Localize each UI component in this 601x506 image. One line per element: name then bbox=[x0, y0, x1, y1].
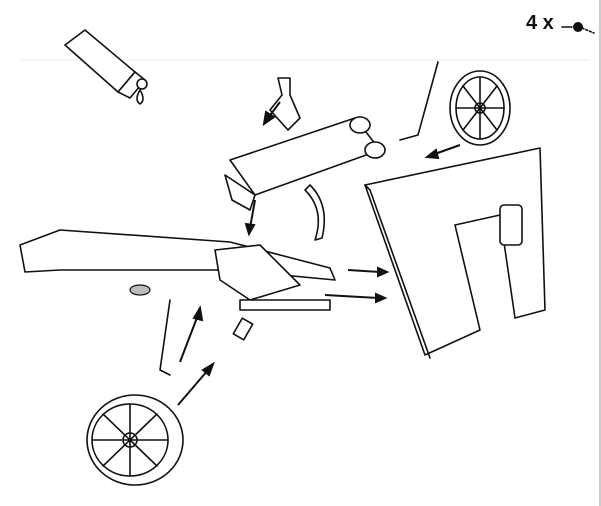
arrow-icon bbox=[177, 101, 461, 406]
wheel-icon bbox=[449, 70, 511, 146]
handle-rod-icon bbox=[399, 61, 439, 141]
wheel-icon bbox=[86, 394, 184, 486]
quantity-label: 4 x bbox=[526, 12, 554, 34]
pin-icon bbox=[561, 22, 595, 34]
glue-tube-icon bbox=[64, 29, 148, 105]
barrel-icon bbox=[224, 116, 386, 241]
frame-icon bbox=[19, 229, 336, 376]
sight-part-icon bbox=[269, 77, 301, 131]
plate-icon bbox=[364, 147, 546, 359]
